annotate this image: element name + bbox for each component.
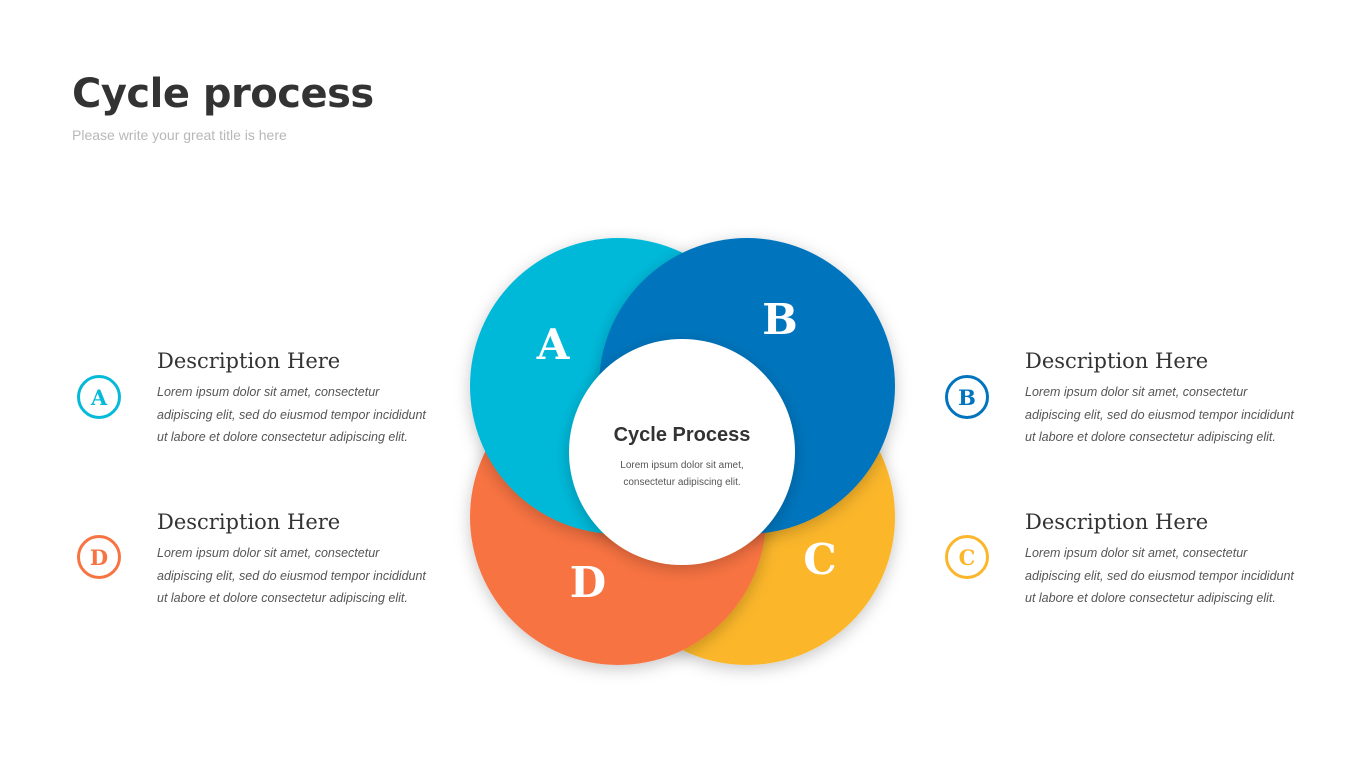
- description-d-body: Lorem ipsum dolor sit amet, consectetur …: [157, 546, 426, 605]
- circle-label-a: A: [536, 320, 570, 369]
- description-b-heading: Description Here: [1025, 349, 1209, 373]
- center-circle: [569, 339, 795, 565]
- page-title: Cycle process: [72, 71, 374, 117]
- circle-label-d: D: [569, 558, 607, 607]
- circle-label-b: B: [762, 295, 798, 344]
- description-c: Description Here Lorem ipsum dolor sit a…: [1025, 508, 1305, 610]
- description-b-body: Lorem ipsum dolor sit amet, consectetur …: [1025, 385, 1294, 444]
- description-d: Description Here Lorem ipsum dolor sit a…: [157, 508, 437, 610]
- circle-label-c: C: [803, 535, 837, 584]
- description-a-heading: Description Here: [157, 349, 341, 373]
- center-body: Lorem ipsum dolor sit amet, consectetur …: [620, 460, 744, 488]
- badge-d: D: [77, 535, 121, 579]
- description-b: Description Here Lorem ipsum dolor sit a…: [1025, 347, 1305, 449]
- badge-a: A: [77, 375, 121, 419]
- description-a-body: Lorem ipsum dolor sit amet, consectetur …: [157, 385, 426, 444]
- description-a: Description Here Lorem ipsum dolor sit a…: [157, 347, 437, 449]
- description-d-heading: Description Here: [157, 510, 341, 534]
- badge-c: C: [945, 535, 989, 579]
- center-title: Cycle Process: [613, 424, 751, 446]
- description-c-body: Lorem ipsum dolor sit amet, consectetur …: [1025, 546, 1294, 605]
- page-subtitle: Please write your great title is here: [72, 127, 287, 143]
- badge-b: B: [945, 375, 989, 419]
- description-c-heading: Description Here: [1025, 510, 1209, 534]
